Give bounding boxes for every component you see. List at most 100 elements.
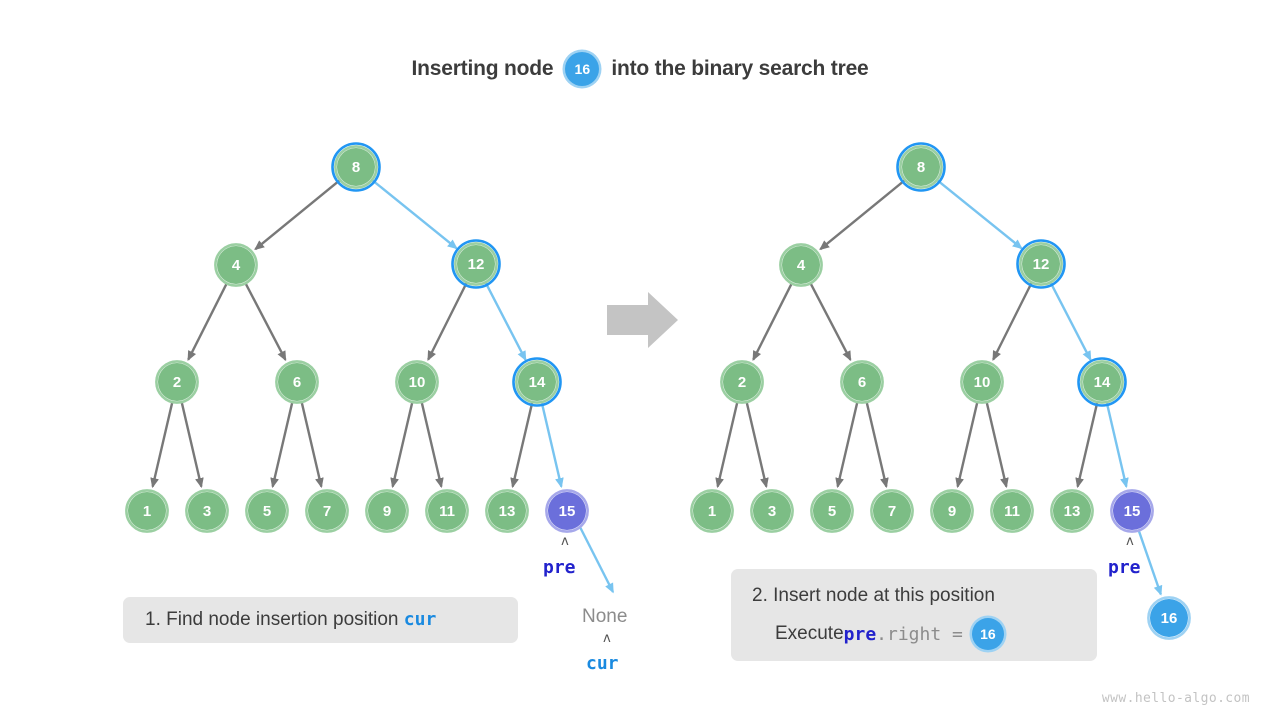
- tree-node-9[interactable]: 9: [930, 489, 974, 533]
- tree-edge: [1075, 402, 1099, 489]
- tree-edge: [1105, 402, 1129, 489]
- tree-node-12[interactable]: 12: [451, 239, 501, 289]
- tree-node-2[interactable]: 2: [155, 360, 199, 404]
- tree-node-10[interactable]: 10: [960, 360, 1004, 404]
- node-ring: [690, 489, 734, 533]
- node-ring: [810, 489, 854, 533]
- tree-node-16[interactable]: 16: [1147, 596, 1191, 640]
- node-circle: [488, 492, 526, 530]
- tree-node-13[interactable]: 13: [1050, 489, 1094, 533]
- caption-var-pre: pre: [843, 623, 877, 645]
- node-circle: [128, 492, 166, 530]
- caption-node-badge: 16: [971, 618, 1004, 650]
- tree-node-4[interactable]: 4: [779, 243, 823, 287]
- tree-edge: [835, 402, 859, 489]
- node-highlight-ring: [512, 357, 562, 407]
- node-label: 9: [948, 503, 956, 520]
- node-ring: [365, 489, 409, 533]
- tree-node-5[interactable]: 5: [810, 489, 854, 533]
- node-circle: [813, 492, 851, 530]
- tree-edge: [955, 402, 979, 489]
- tree-edge: [254, 179, 341, 251]
- node-circle: [782, 246, 820, 284]
- tree-node-1[interactable]: 1: [690, 489, 734, 533]
- tree-edge: [390, 402, 414, 489]
- tree-node-15[interactable]: 15: [545, 489, 589, 533]
- node-ring: [214, 243, 258, 287]
- node-circle: [248, 492, 286, 530]
- node-label: 10: [974, 374, 991, 391]
- node-ring: [960, 360, 1004, 404]
- node-ring: [515, 360, 559, 404]
- node-label: 1: [708, 503, 716, 520]
- tree-node-8[interactable]: 8: [896, 142, 946, 192]
- tree-node-1[interactable]: 1: [125, 489, 169, 533]
- node-ring: [1019, 242, 1063, 286]
- node-ring: [275, 360, 319, 404]
- node-circle: [873, 492, 911, 530]
- tree-node-10[interactable]: 10: [395, 360, 439, 404]
- node-ring: [125, 489, 169, 533]
- node-label: 14: [1094, 374, 1111, 391]
- pointer-label-pre: pre: [543, 557, 576, 578]
- node-highlight-ring: [331, 142, 381, 192]
- node-label: 10: [409, 374, 426, 391]
- tree-node-4[interactable]: 4: [214, 243, 258, 287]
- caption-line: 1. Find node insertion position cur: [123, 609, 518, 631]
- tree-edge: [865, 402, 889, 489]
- tree-node-3[interactable]: 3: [185, 489, 229, 533]
- edge-15-to-none: [578, 526, 615, 594]
- node-label: 3: [203, 503, 211, 520]
- tree-edge: [510, 402, 534, 489]
- node-label: 6: [293, 374, 301, 391]
- node-circle: [1022, 245, 1060, 283]
- tree-node-8[interactable]: 8: [331, 142, 381, 192]
- tree-edge: [715, 402, 739, 489]
- tree-node-7[interactable]: 7: [870, 489, 914, 533]
- tree-node-11[interactable]: 11: [990, 489, 1034, 533]
- tree-node-7[interactable]: 7: [305, 489, 349, 533]
- node-circle: [368, 492, 406, 530]
- tree-node-9[interactable]: 9: [365, 489, 409, 533]
- tree-node-14[interactable]: 14: [1077, 357, 1127, 407]
- node-circle: [308, 492, 346, 530]
- tree-node-15[interactable]: 15: [1110, 489, 1154, 533]
- tree-node-6[interactable]: 6: [840, 360, 884, 404]
- node-ring: [750, 489, 794, 533]
- caption-text: Execute: [775, 623, 844, 644]
- node-label: 5: [828, 503, 836, 520]
- node-ring: [425, 489, 469, 533]
- node-circle: [753, 492, 791, 530]
- node-label: 12: [1033, 256, 1050, 273]
- tree-node-13[interactable]: 13: [485, 489, 529, 533]
- node-circle: [457, 245, 495, 283]
- node-label: 16: [1161, 610, 1178, 627]
- tree-node-5[interactable]: 5: [245, 489, 289, 533]
- tree-node-3[interactable]: 3: [750, 489, 794, 533]
- node-circle: [158, 363, 196, 401]
- node-label: 4: [232, 257, 241, 274]
- tree-node-11[interactable]: 11: [425, 489, 469, 533]
- tree-edge: [992, 282, 1033, 361]
- tree-node-12[interactable]: 12: [1016, 239, 1066, 289]
- node-circle: [723, 363, 761, 401]
- node-label: 2: [173, 374, 181, 391]
- node-ring: [485, 489, 529, 533]
- tree-node-6[interactable]: 6: [275, 360, 319, 404]
- node-circle: [518, 363, 556, 401]
- caption-code-right: .right =: [876, 623, 963, 645]
- node-ring: [1050, 489, 1094, 533]
- pointer-caret-pre: ʌ: [561, 534, 569, 549]
- node-ring: [1110, 489, 1154, 533]
- node-circle: [398, 363, 436, 401]
- tree-node-14[interactable]: 14: [512, 357, 562, 407]
- tree-node-2[interactable]: 2: [720, 360, 764, 404]
- node-ring: [720, 360, 764, 404]
- node-circle: [963, 363, 1001, 401]
- node-ring: [334, 145, 378, 189]
- tree-edge: [936, 179, 1023, 250]
- caption-line: 2. Insert node at this position: [731, 577, 1097, 615]
